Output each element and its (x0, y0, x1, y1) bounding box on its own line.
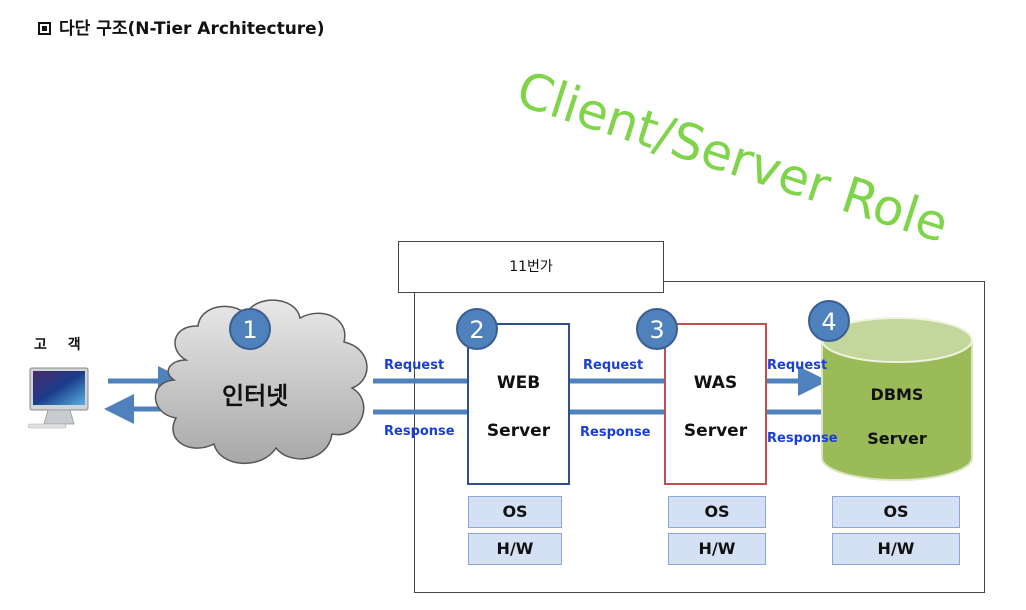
step-badge-3: 3 (636, 308, 678, 350)
computer-monitor-icon (27, 367, 89, 429)
web-server-line1: WEB (496, 373, 541, 393)
step-badge-2: 2 (456, 308, 498, 350)
was-os-box: OS (668, 496, 766, 528)
edge-response-web-was: Response (580, 425, 651, 440)
web-server-line2: Server (486, 421, 551, 441)
internet-label: 인터넷 (222, 382, 289, 410)
edge-request-web-was: Request (583, 358, 644, 373)
edge-response-internet-web: Response (384, 424, 455, 439)
mall-label-box: 11번가 (398, 241, 664, 293)
db-server-line2: Server (867, 429, 927, 448)
title-text: 다단 구조(N-Tier Architecture) (59, 19, 325, 39)
web-os-box: OS (468, 496, 562, 528)
database-cylinder-icon (821, 317, 973, 481)
square-bullet-icon (38, 22, 51, 35)
was-server-box: WAS Server (664, 323, 767, 485)
edge-request-internet-web: Request (384, 358, 445, 373)
web-server-box: WEB Server (467, 323, 570, 485)
system-boundary-box (414, 281, 985, 593)
was-hw-box: H/W (668, 533, 766, 565)
page-title: 다단 구조(N-Tier Architecture) (38, 14, 324, 39)
db-server-line1: DBMS (870, 385, 924, 404)
was-server-line2: Server (683, 421, 748, 441)
edge-request-was-db: Request (767, 358, 828, 373)
step-badge-1: 1 (229, 308, 271, 350)
web-hw-box: H/W (468, 533, 562, 565)
customer-label: 고 객 (34, 337, 89, 353)
mall-name: 11번가 (509, 259, 553, 275)
db-hw-box: H/W (832, 533, 960, 565)
was-server-line1: WAS (693, 373, 738, 393)
db-os-box: OS (832, 496, 960, 528)
step-badge-4: 4 (808, 300, 850, 342)
edge-response-was-db: Response (767, 431, 838, 446)
